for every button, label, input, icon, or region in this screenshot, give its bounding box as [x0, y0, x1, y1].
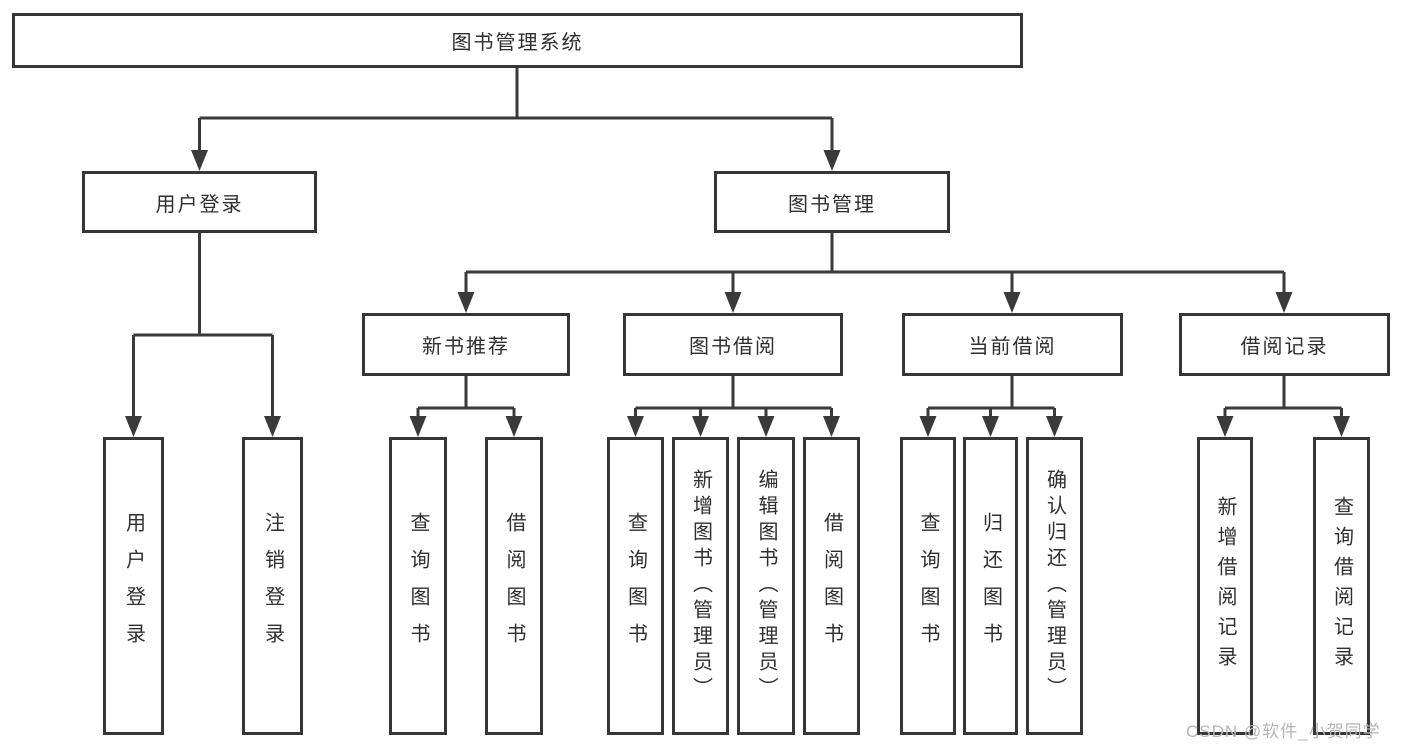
- node-current-borrow: 当前借阅: [902, 313, 1123, 376]
- leaf-rec-query-book: 查询图书: [389, 437, 447, 735]
- leaf-rec-borrow-book: 借阅图书: [485, 437, 543, 735]
- node-new-book-recommend-label: 新书推荐: [422, 336, 510, 358]
- leaf-bb-borrow-book-label: 借阅图书: [820, 512, 843, 660]
- leaf-cb-confirm-return-label: 确认归还（管理员）: [1043, 469, 1066, 703]
- leaf-bb-edit-book: 编辑图书（管理员）: [737, 437, 795, 735]
- leaf-user-login: 用户登录: [103, 437, 164, 735]
- leaf-cb-query-book-label: 查询图书: [917, 512, 939, 660]
- leaf-logout-label: 注销登录: [261, 512, 284, 660]
- leaf-br-query-record-label: 查询借阅记录: [1330, 496, 1353, 676]
- leaf-bb-edit-book-label: 编辑图书（管理员）: [755, 469, 777, 703]
- leaf-bb-borrow-book: 借阅图书: [803, 437, 860, 735]
- node-book-management: 图书管理: [714, 171, 950, 233]
- leaf-bb-add-book-label: 新增图书（管理员）: [689, 469, 712, 703]
- leaf-cb-return-book-label: 归还图书: [979, 512, 1002, 660]
- node-user-login-label: 用户登录: [155, 193, 244, 216]
- node-user-login: 用户登录: [82, 171, 317, 233]
- leaf-user-login-label: 用户登录: [122, 512, 145, 660]
- node-book-management-label: 图书管理: [788, 193, 876, 216]
- node-current-borrow-label: 当前借阅: [968, 336, 1057, 358]
- leaf-rec-borrow-book-label: 借阅图书: [503, 512, 525, 660]
- leaf-br-add-record-label: 新增借阅记录: [1214, 496, 1236, 676]
- csdn-watermark: CSDN @软件_小贺同学: [1186, 722, 1381, 741]
- node-borrow-record-label: 借阅记录: [1240, 336, 1329, 358]
- leaf-logout: 注销登录: [242, 437, 303, 735]
- leaf-bb-query-book-label: 查询图书: [624, 512, 647, 660]
- node-new-book-recommend: 新书推荐: [362, 313, 570, 376]
- node-book-borrow-label: 图书借阅: [689, 336, 777, 358]
- node-root: 图书管理系统: [12, 13, 1023, 68]
- node-borrow-record: 借阅记录: [1179, 313, 1390, 376]
- leaf-br-query-record: 查询借阅记录: [1313, 437, 1370, 735]
- leaf-rec-query-book-label: 查询图书: [407, 512, 429, 660]
- leaf-bb-add-book: 新增图书（管理员）: [672, 437, 729, 735]
- leaf-cb-confirm-return: 确认归还（管理员）: [1026, 437, 1083, 735]
- leaf-cb-return-book: 归还图书: [963, 437, 1018, 735]
- node-root-label: 图书管理系统: [451, 32, 584, 54]
- leaf-br-add-record: 新增借阅记录: [1197, 437, 1253, 735]
- node-book-borrow: 图书借阅: [623, 313, 843, 376]
- leaf-cb-query-book: 查询图书: [900, 437, 956, 735]
- leaf-bb-query-book: 查询图书: [607, 437, 664, 735]
